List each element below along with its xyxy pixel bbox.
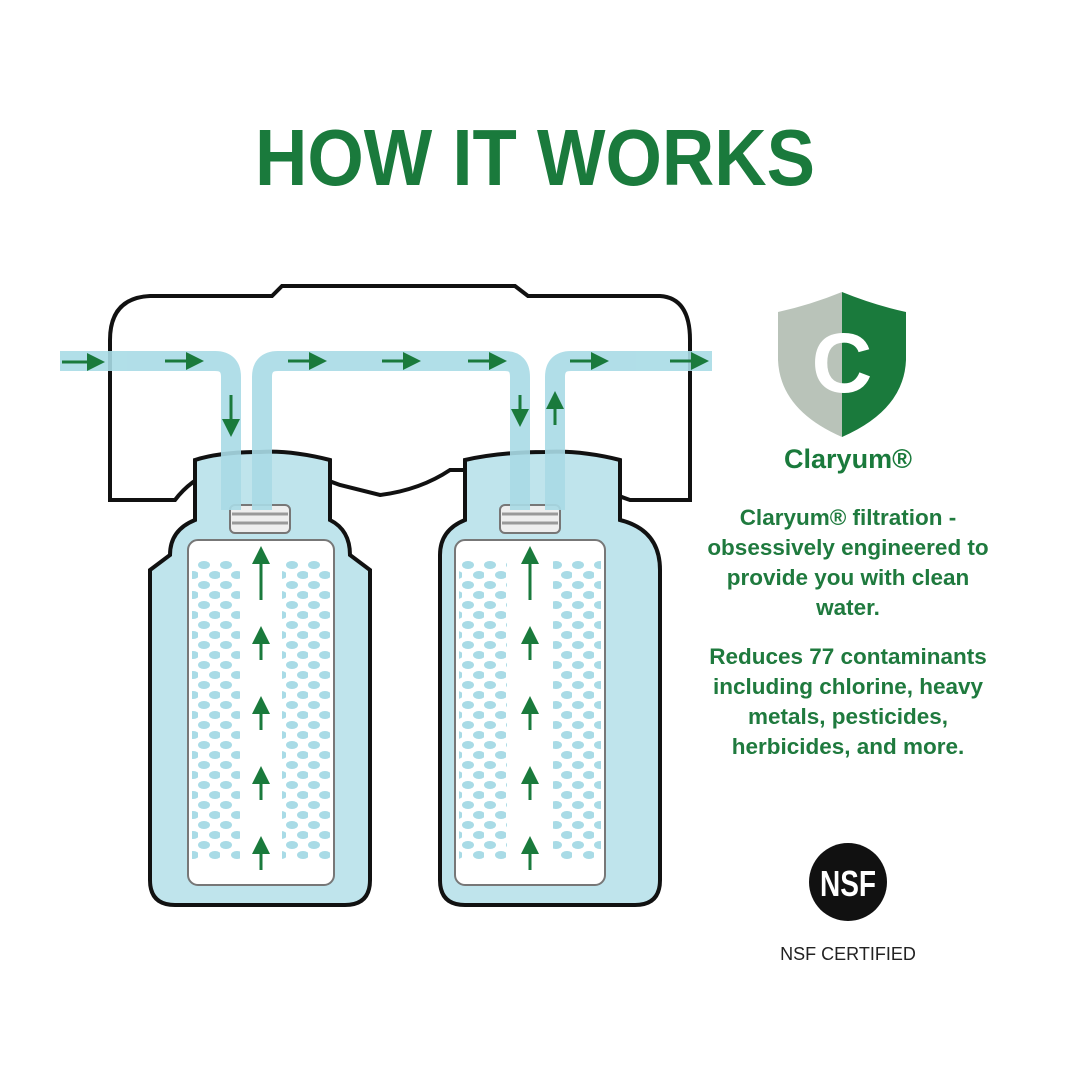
claryum-shield-logo: C (778, 292, 906, 437)
page-title: HOW IT WORKS (255, 113, 815, 202)
nsf-logo-text: NSF (820, 863, 876, 904)
shield-letter: C (812, 316, 873, 410)
claryum-description: Claryum® filtration - obsessively engine… (707, 505, 989, 620)
flow-arrows (62, 352, 709, 870)
right-filter-housing (438, 449, 662, 907)
nsf-logo: NSF (809, 843, 887, 921)
contaminant-reduction-text: Reduces 77 contaminants including chlori… (709, 644, 987, 759)
nsf-certified-label: NSF CERTIFIED (780, 944, 916, 964)
brand-name: Claryum® (784, 444, 912, 474)
left-filter-housing (148, 449, 372, 907)
